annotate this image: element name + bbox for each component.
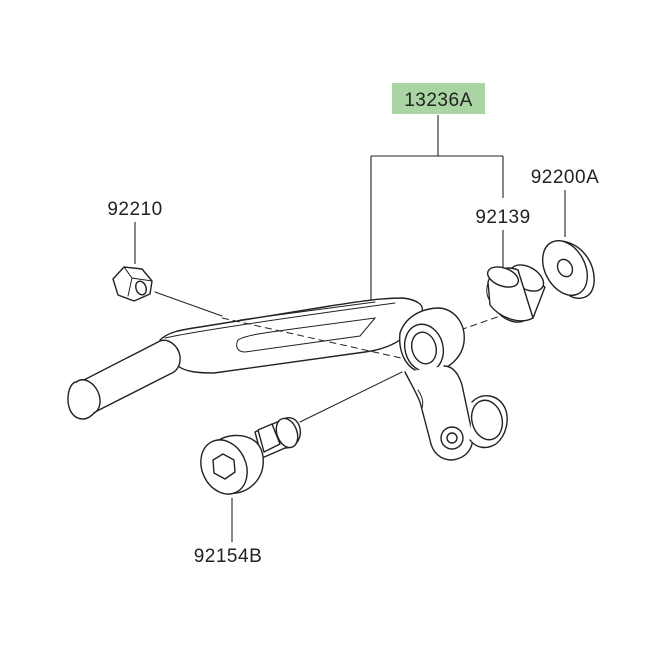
leader-13236a xyxy=(370,115,504,300)
bolt-axis-line xyxy=(299,371,403,423)
label-13236a[interactable]: 13236A xyxy=(392,83,485,114)
label-13236a-highlight xyxy=(392,83,485,114)
label-92154b[interactable]: 92154B xyxy=(194,546,263,567)
lever-pivot-boss xyxy=(399,307,465,373)
nut-axis-line xyxy=(154,291,223,317)
bolt-92154b xyxy=(200,417,302,495)
washer-92200a xyxy=(542,240,595,299)
label-92210[interactable]: 92210 xyxy=(107,199,162,220)
label-92200a[interactable]: 92200A xyxy=(531,167,600,188)
shift-lever xyxy=(159,297,424,374)
label-13236a-text: 13236A xyxy=(404,90,473,111)
linkage-arm xyxy=(404,365,508,461)
nut-92210 xyxy=(112,266,153,302)
label-92139[interactable]: 92139 xyxy=(475,207,530,228)
footpeg xyxy=(67,339,181,420)
collar-axis-dashed xyxy=(459,315,501,331)
collar-92139 xyxy=(486,264,546,323)
lever-axis-dashed xyxy=(221,317,411,361)
